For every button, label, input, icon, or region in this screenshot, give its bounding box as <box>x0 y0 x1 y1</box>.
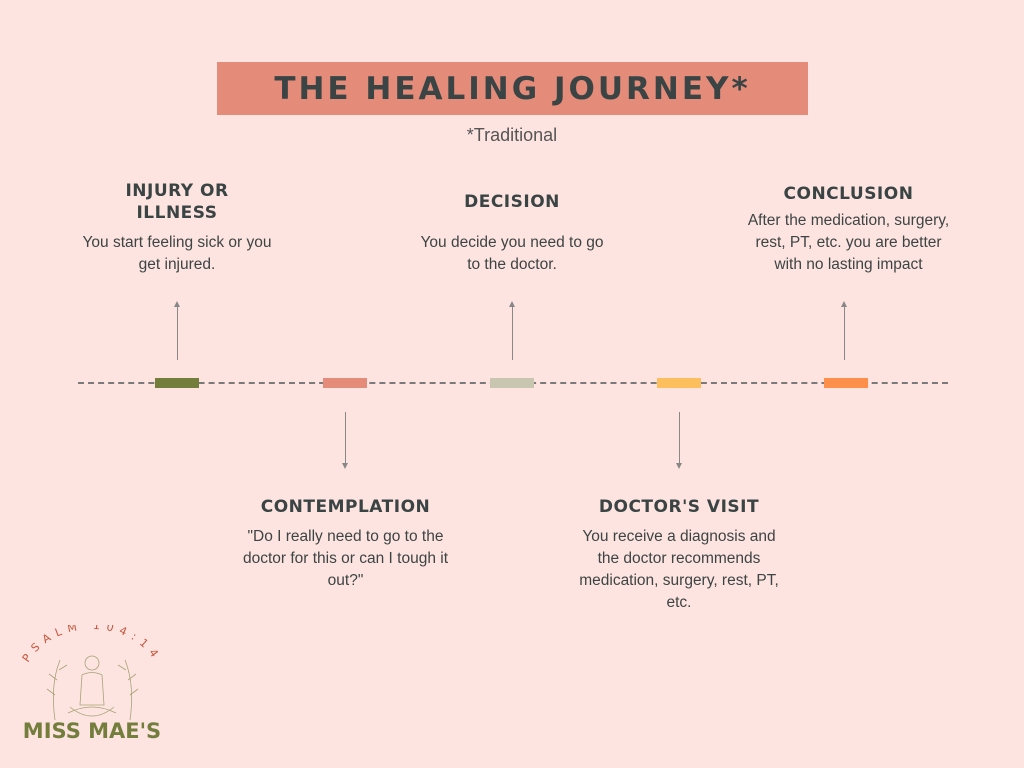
timeline-marker-decision <box>490 378 534 388</box>
stage-heading: INJURY OR ILLNESS <box>125 181 229 223</box>
arrow-up-icon <box>173 301 180 360</box>
arrow-down-icon <box>341 412 348 469</box>
stage-text: After the medication, surgery, rest, PT,… <box>747 212 950 273</box>
miss-maes-logo: PSALM 104:14 MISS MAE'S <box>20 625 164 743</box>
timeline-marker-doctors-visit <box>657 378 701 388</box>
stage-heading: CONCLUSION <box>783 184 914 204</box>
stage-text: You start feeling sick or you get injure… <box>82 234 272 273</box>
stage-doctors-visit: DOCTOR'S VISIT You receive a diagnosis a… <box>574 496 784 614</box>
arrow-up-icon <box>508 301 515 360</box>
stage-text: "Do I really need to go to the doctor fo… <box>242 528 449 589</box>
page-title: THE HEALING JOURNEY* <box>274 70 751 107</box>
stage-conclusion: CONCLUSION After the medication, surgery… <box>741 183 956 276</box>
logo-arc-text: PSALM 104:14 <box>20 625 158 665</box>
title-banner: THE HEALING JOURNEY* <box>217 62 808 115</box>
timeline-marker-injury <box>155 378 199 388</box>
stage-contemplation: CONTEMPLATION "Do I really need to go to… <box>238 496 453 592</box>
arrow-down-icon <box>675 412 682 469</box>
stage-text: You decide you need to go to the doctor. <box>420 234 604 273</box>
stage-heading: CONTEMPLATION <box>260 497 431 517</box>
timeline-marker-contemplation <box>323 378 367 388</box>
stage-heading: DOCTOR'S VISIT <box>598 497 760 517</box>
stage-text: You receive a diagnosis and the doctor r… <box>579 528 779 611</box>
meditating-figure-icon <box>46 655 139 721</box>
stage-injury: INJURY OR ILLNESS You start feeling sick… <box>77 180 277 276</box>
timeline-marker-conclusion <box>824 378 868 388</box>
svg-text:PSALM 104:14: PSALM 104:14 <box>20 625 164 665</box>
stage-heading: DECISION <box>464 192 560 212</box>
stage-decision: DECISION You decide you need to go to th… <box>412 191 612 276</box>
arrow-up-icon <box>840 301 847 360</box>
subtitle: *Traditional <box>466 125 558 145</box>
logo-name: MISS MAE'S <box>23 719 161 743</box>
